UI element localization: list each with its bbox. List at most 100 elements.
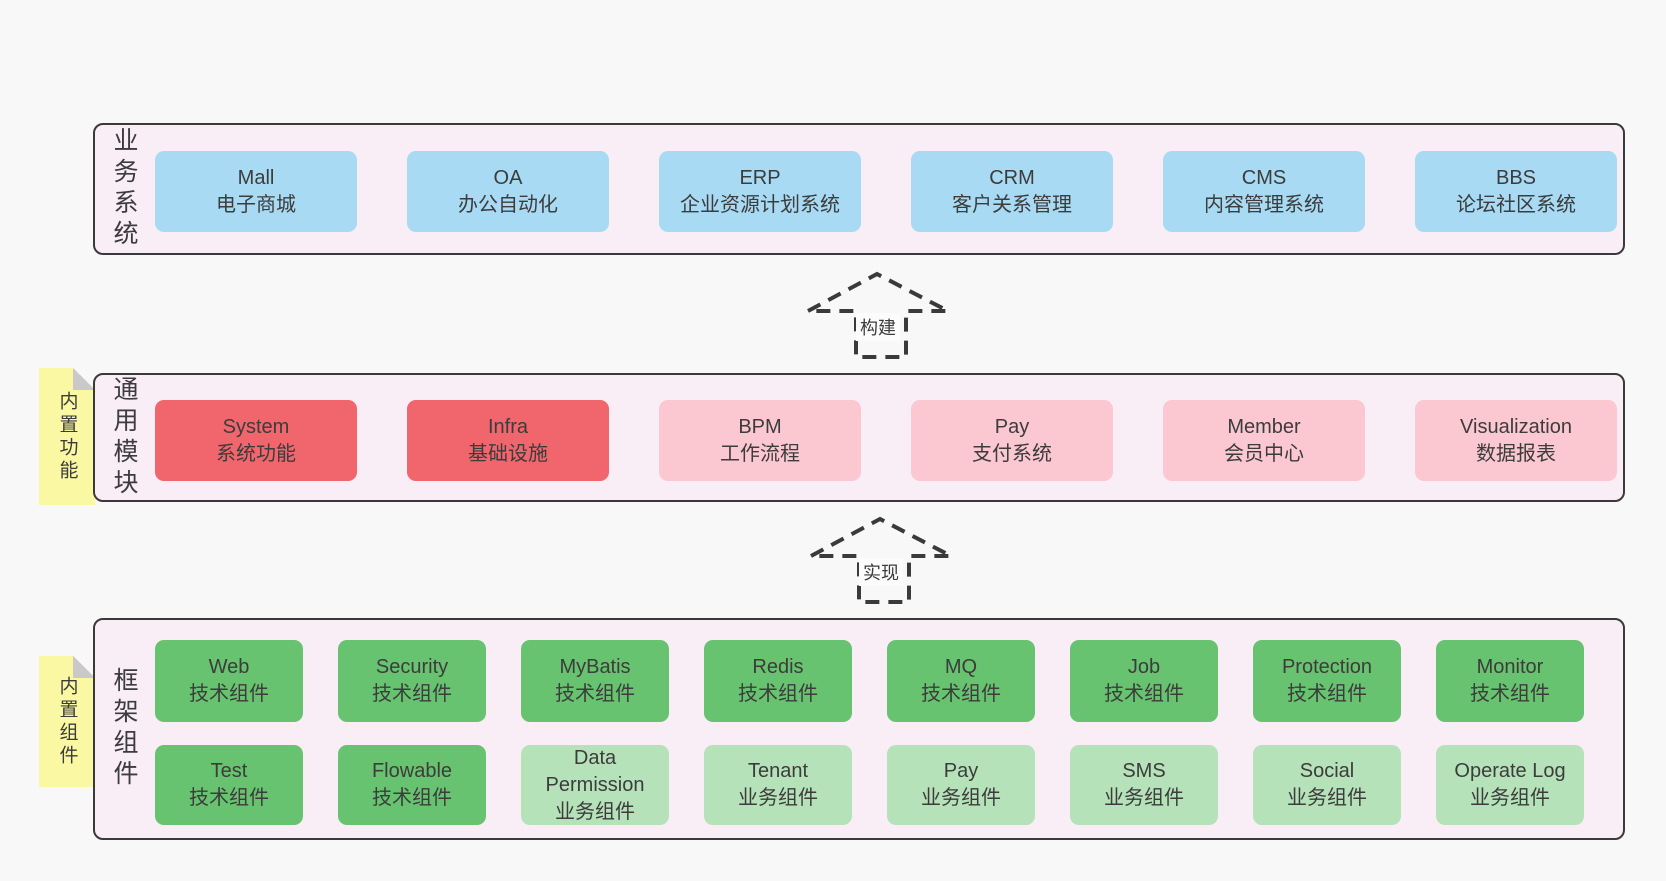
module-subtitle: 业务组件 <box>738 787 818 809</box>
band-common-modules: 通用模块 System 系统功能 Infra 基础设施 BPM 工作流程 Pay… <box>93 373 1625 502</box>
module-box-erp: ERP 企业资源计划系统 <box>659 151 861 232</box>
module-subtitle: 业务组件 <box>1104 787 1184 809</box>
module-row: System 系统功能 Infra 基础设施 BPM 工作流程 Pay 支付系统… <box>155 400 1617 481</box>
module-subtitle: 论坛社区系统 <box>1456 193 1576 216</box>
module-box-pay: Pay 业务组件 <box>887 745 1035 825</box>
module-subtitle: 办公自动化 <box>458 193 558 216</box>
module-subtitle: 系统功能 <box>216 442 296 465</box>
module-box-redis: Redis 技术组件 <box>704 640 852 722</box>
band-rows: System 系统功能 Infra 基础设施 BPM 工作流程 Pay 支付系统… <box>95 375 1623 500</box>
build-arrow-label: 构建 <box>856 313 900 341</box>
sticky-note-built-in-features: 内置功能 <box>39 368 95 505</box>
band-rows: Mall 电子商城 OA 办公自动化 ERP 企业资源计划系统 CRM 客户关系… <box>95 125 1623 253</box>
module-title: BPM <box>738 415 782 438</box>
module-title: Monitor <box>1476 656 1544 678</box>
module-box-oa: OA 办公自动化 <box>407 151 609 232</box>
module-box-flowable: Flowable 技术组件 <box>338 745 486 825</box>
module-box-crm: CRM 客户关系管理 <box>911 151 1113 232</box>
module-subtitle: 技术组件 <box>921 683 1001 705</box>
module-subtitle: 技术组件 <box>1287 683 1367 705</box>
module-title: CRM <box>989 166 1035 189</box>
band-business-systems: 业务系统 Mall 电子商城 OA 办公自动化 ERP 企业资源计划系统 CRM… <box>93 123 1625 255</box>
module-subtitle: 技术组件 <box>1470 683 1550 705</box>
module-box-tenant: Tenant 业务组件 <box>704 745 852 825</box>
module-title: Operate Log <box>1454 760 1566 782</box>
module-subtitle: 技术组件 <box>372 787 452 809</box>
module-subtitle: 技术组件 <box>555 683 635 705</box>
band-label-framework-components: 框架组件 <box>110 667 138 791</box>
module-title: ERP <box>739 166 781 189</box>
module-subtitle: 基础设施 <box>468 442 548 465</box>
implement-arrow-label: 实现 <box>859 558 903 586</box>
module-subtitle: 业务组件 <box>921 787 1001 809</box>
module-subtitle: 技术组件 <box>738 683 818 705</box>
module-title: Job <box>1127 656 1161 678</box>
module-row: Mall 电子商城 OA 办公自动化 ERP 企业资源计划系统 CRM 客户关系… <box>155 151 1617 232</box>
module-box-sms: SMS 业务组件 <box>1070 745 1218 825</box>
module-title: Data Permission <box>545 746 645 796</box>
module-box-infra: Infra 基础设施 <box>407 400 609 481</box>
module-row: Web 技术组件 Security 技术组件 MyBatis 技术组件 Redi… <box>155 640 1584 722</box>
module-title: MQ <box>944 656 978 678</box>
module-title: MyBatis <box>559 656 631 678</box>
module-subtitle: 技术组件 <box>189 787 269 809</box>
module-title: Infra <box>487 415 529 438</box>
module-box-visualization: Visualization 数据报表 <box>1415 400 1617 481</box>
sticky-note-label: 内置组件 <box>56 675 78 768</box>
module-box-system: System 系统功能 <box>155 400 357 481</box>
module-title: Mall <box>237 166 275 189</box>
module-title: Pay <box>994 415 1030 438</box>
module-box-protection: Protection 技术组件 <box>1253 640 1401 722</box>
module-title: Member <box>1227 415 1301 438</box>
module-title: Test <box>210 760 248 782</box>
module-subtitle: 业务组件 <box>1287 787 1367 809</box>
band-label-business-systems: 业务系统 <box>110 127 138 251</box>
module-box-mall: Mall 电子商城 <box>155 151 357 232</box>
module-box-bpm: BPM 工作流程 <box>659 400 861 481</box>
module-title: Redis <box>752 656 804 678</box>
module-box-pay: Pay 支付系统 <box>911 400 1113 481</box>
module-subtitle: 技术组件 <box>189 683 269 705</box>
module-title: System <box>222 415 290 438</box>
module-title: CMS <box>1241 166 1287 189</box>
module-box-web: Web 技术组件 <box>155 640 303 722</box>
module-title: Pay <box>943 760 979 782</box>
module-box-mybatis: MyBatis 技术组件 <box>521 640 669 722</box>
module-row: Test 技术组件 Flowable 技术组件 Data Permission … <box>155 745 1584 825</box>
module-box-monitor: Monitor 技术组件 <box>1436 640 1584 722</box>
sticky-note-built-in-components: 内置组件 <box>39 656 95 787</box>
module-subtitle: 支付系统 <box>972 442 1052 465</box>
module-box-test: Test 技术组件 <box>155 745 303 825</box>
module-subtitle: 数据报表 <box>1476 442 1556 465</box>
module-subtitle: 技术组件 <box>1104 683 1184 705</box>
module-subtitle: 电子商城 <box>216 193 296 216</box>
module-subtitle: 会员中心 <box>1224 442 1304 465</box>
module-title: Flowable <box>371 760 453 782</box>
module-title: Tenant <box>747 760 809 782</box>
module-title: SMS <box>1122 760 1166 782</box>
module-box-security: Security 技术组件 <box>338 640 486 722</box>
module-subtitle: 内容管理系统 <box>1204 193 1324 216</box>
module-box-cms: CMS 内容管理系统 <box>1163 151 1365 232</box>
module-box-data-permission: Data Permission 业务组件 <box>521 745 669 825</box>
module-box-mq: MQ 技术组件 <box>887 640 1035 722</box>
band-rows: Web 技术组件 Security 技术组件 MyBatis 技术组件 Redi… <box>95 620 1623 838</box>
module-box-social: Social 业务组件 <box>1253 745 1401 825</box>
module-title: OA <box>493 166 523 189</box>
module-box-operate-log: Operate Log 业务组件 <box>1436 745 1584 825</box>
sticky-note-label: 内置功能 <box>56 390 78 483</box>
module-box-bbs: BBS 论坛社区系统 <box>1415 151 1617 232</box>
module-title: BBS <box>1495 166 1537 189</box>
implement-arrow: 实现 <box>806 514 956 606</box>
module-title: Protection <box>1281 656 1373 678</box>
module-title: Visualization <box>1460 415 1572 438</box>
module-subtitle: 技术组件 <box>372 683 452 705</box>
module-box-member: Member 会员中心 <box>1163 400 1365 481</box>
band-label-common-modules: 通用模块 <box>110 375 138 500</box>
module-subtitle: 业务组件 <box>1470 787 1550 809</box>
module-subtitle: 客户关系管理 <box>952 193 1072 216</box>
module-subtitle: 企业资源计划系统 <box>680 193 840 216</box>
module-title: Social <box>1299 760 1355 782</box>
module-title: Web <box>208 656 250 678</box>
